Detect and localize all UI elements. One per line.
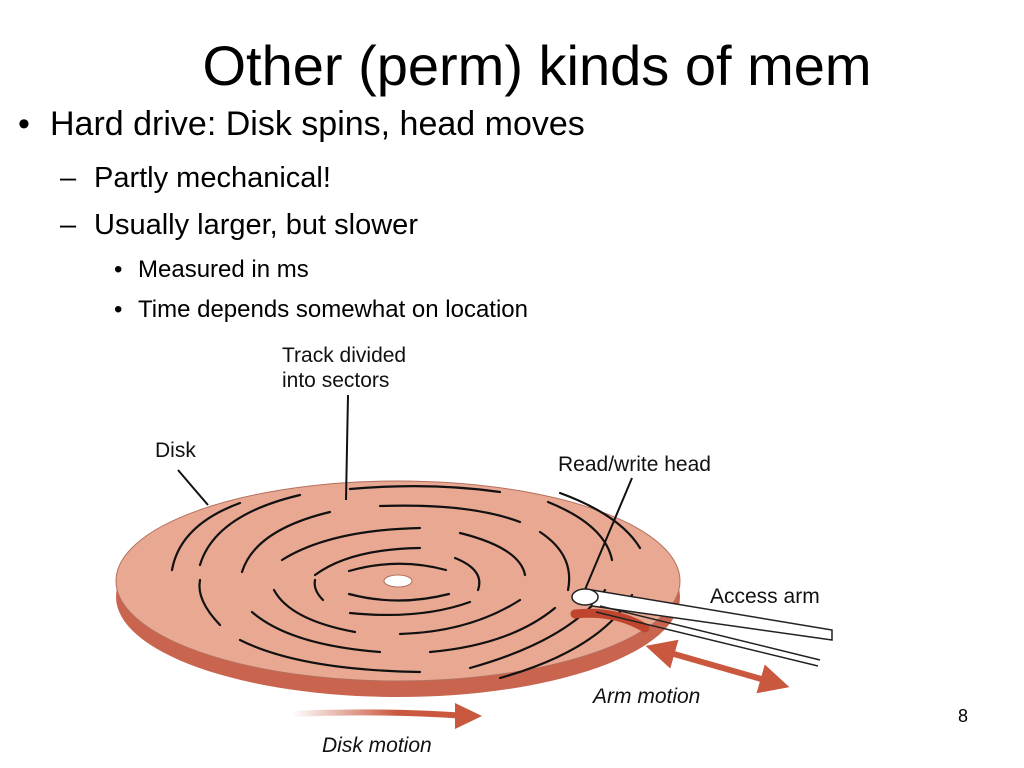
bullet-marker: • bbox=[18, 105, 30, 143]
arm-motion-label: Arm motion bbox=[591, 685, 700, 708]
track-sectors bbox=[170, 485, 642, 680]
read-write-head bbox=[571, 588, 599, 606]
dash-marker: – bbox=[60, 209, 77, 241]
track-leader-line bbox=[345, 394, 349, 501]
track-label: Track divided bbox=[282, 344, 406, 367]
bullet-text: Partly mechanical! bbox=[94, 162, 331, 194]
disk-motion-arrowhead bbox=[455, 703, 482, 729]
bullet-text: Time depends somewhat on location bbox=[138, 296, 528, 323]
dash-marker: – bbox=[60, 162, 77, 194]
slide-number: 8 bbox=[957, 706, 968, 726]
disk-label: Disk bbox=[155, 439, 196, 462]
bullet-marker: • bbox=[114, 296, 123, 323]
track-label-line2: into sectors bbox=[282, 369, 389, 392]
disk-motion-label: Disk motion bbox=[322, 734, 432, 757]
arm-motion-arrow bbox=[645, 639, 790, 694]
disk-motion-arrow bbox=[291, 709, 469, 719]
bullet-list: • Hard drive: Disk spins, head moves – P… bbox=[0, 0, 1024, 340]
access-arm-label: Access arm bbox=[710, 585, 820, 608]
bullet-marker: • bbox=[114, 256, 123, 283]
spindle-hole bbox=[383, 574, 413, 588]
disk-leader-line bbox=[177, 469, 209, 506]
slide-title: Other (perm) kinds of mem bbox=[202, 34, 872, 97]
bullet-text: Hard drive: Disk spins, head moves bbox=[50, 105, 585, 143]
head-leader-line bbox=[583, 477, 633, 593]
read-write-head-label: Read/write head bbox=[558, 453, 711, 476]
bullet-text: Measured in ms bbox=[138, 256, 309, 283]
bullet-text: Usually larger, but slower bbox=[94, 209, 418, 241]
